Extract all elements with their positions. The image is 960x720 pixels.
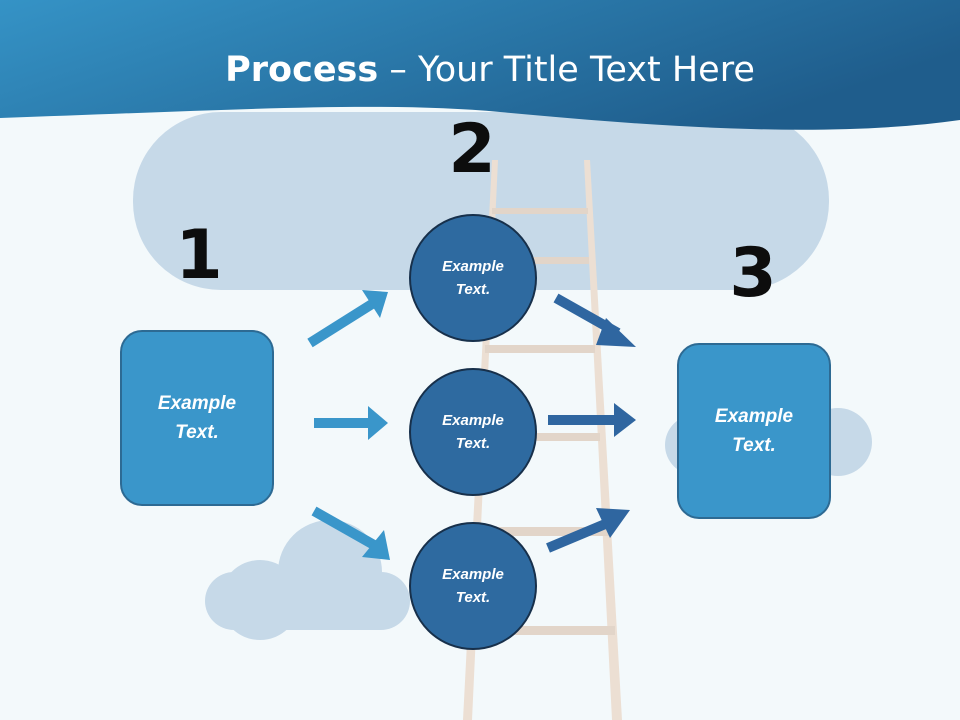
header-band: [0, 0, 960, 130]
title-rest: – Your Title Text Here: [378, 50, 755, 90]
step-number-1: 1: [175, 216, 223, 295]
step-2-circle-middle: Example Text.: [409, 368, 537, 496]
background-cloud: [133, 112, 829, 290]
arrow-1-to-bottom: [311, 506, 390, 560]
step-2-circle-bottom: Example Text.: [409, 522, 537, 650]
arrow-1-to-middle: [314, 406, 388, 440]
step-1-text: Example Text.: [157, 393, 237, 443]
step-number-2: 2: [448, 110, 496, 189]
step-3-text: Example Text.: [714, 406, 794, 456]
step-2-text-top: Example Text.: [442, 258, 504, 298]
small-cloud-left: [205, 520, 410, 640]
title-bold: Process: [225, 50, 379, 90]
arrow-top-to-3: [553, 293, 636, 347]
step-3-box: Example Text.: [677, 343, 831, 519]
arrow-1-to-top: [307, 290, 388, 348]
arrow-bottom-to-3: [546, 508, 630, 553]
step-2-text-middle: Example Text.: [442, 412, 504, 452]
slide-title: Process – Your Title Text Here: [0, 50, 960, 90]
step-number-3: 3: [729, 234, 777, 313]
step-2-text-bottom: Example Text.: [442, 566, 504, 606]
step-2-circle-top: Example Text.: [409, 214, 537, 342]
arrow-middle-to-3: [548, 403, 636, 437]
step-1-box: Example Text.: [120, 330, 274, 506]
